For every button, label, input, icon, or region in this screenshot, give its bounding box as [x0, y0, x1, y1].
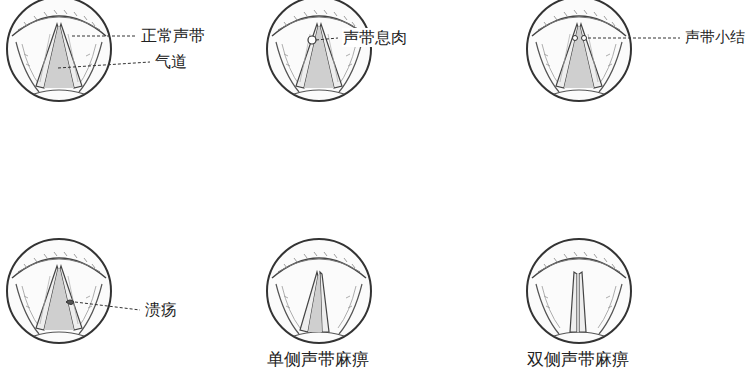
- part-label: 气道: [154, 52, 188, 71]
- part-label: 声带小结: [684, 28, 746, 46]
- part-label: 正常声带: [140, 26, 206, 45]
- caption-label: 单侧声带麻痹: [266, 349, 370, 369]
- part-label: 声带息肉: [342, 28, 408, 47]
- part-label: 溃疡: [144, 300, 178, 319]
- caption-label: 双侧声带麻痹: [526, 349, 630, 369]
